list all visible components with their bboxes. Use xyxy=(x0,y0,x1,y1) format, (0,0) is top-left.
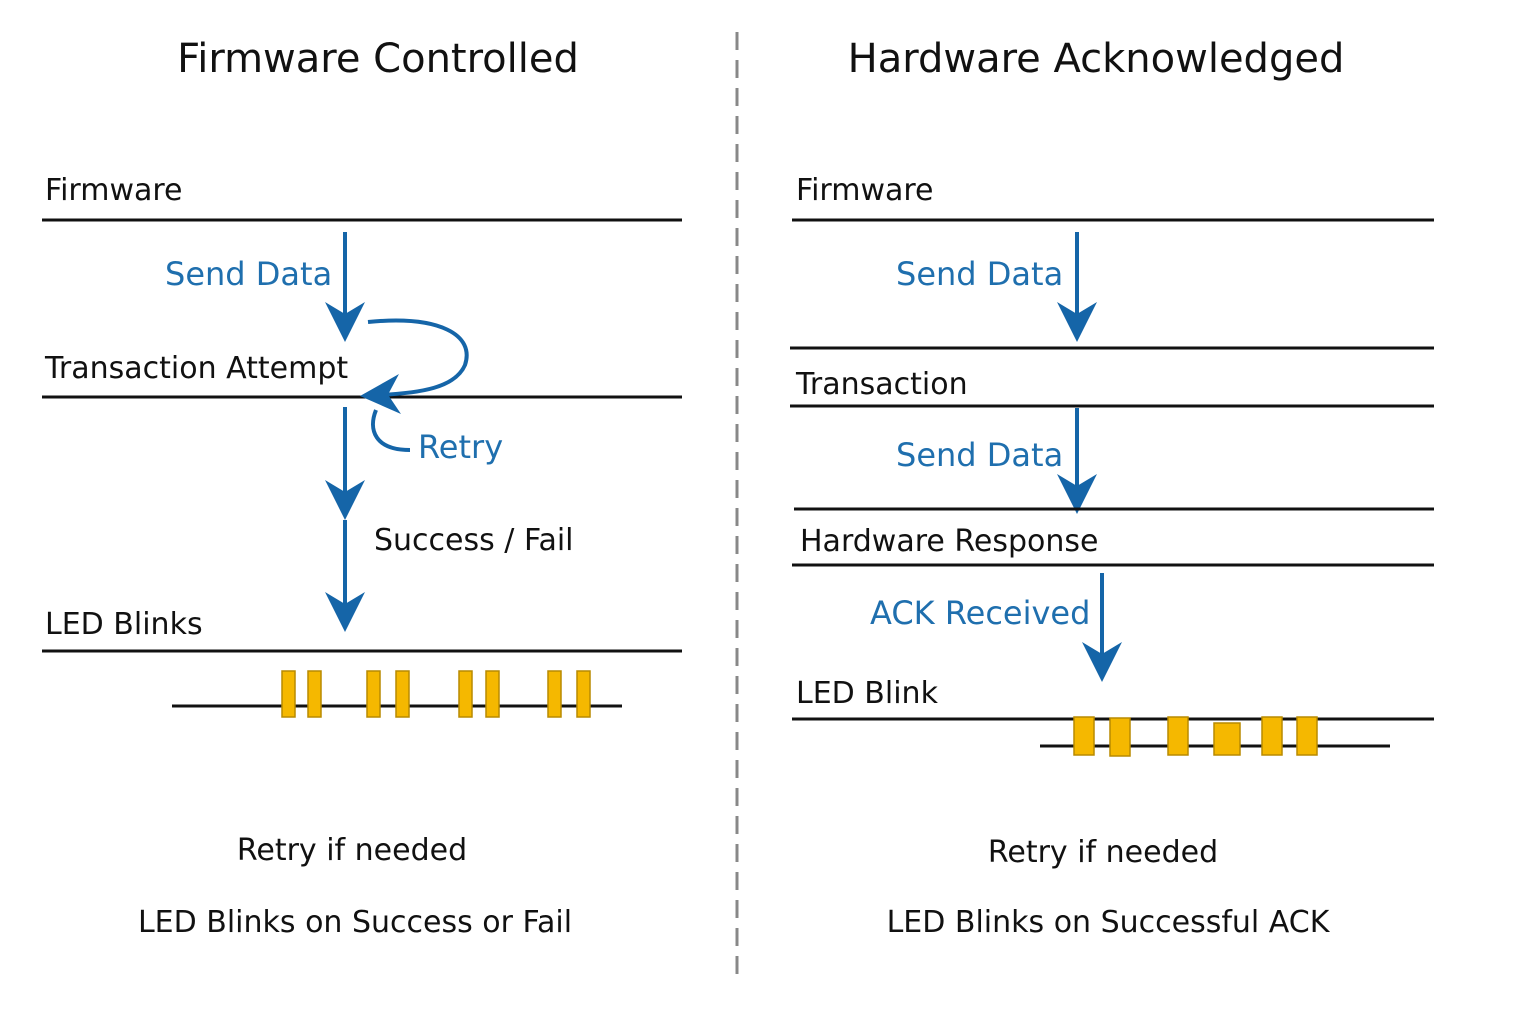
left-title: Firmware Controlled xyxy=(177,36,579,82)
led-pulse xyxy=(366,670,381,718)
led-pulse xyxy=(1213,722,1241,756)
led-pulse xyxy=(1261,716,1283,756)
led-pulse xyxy=(576,670,591,718)
led-pulse xyxy=(547,670,562,718)
send-data-label: Send Data xyxy=(165,255,332,293)
send-data-label-2: Send Data xyxy=(896,436,1063,474)
led-pulses-left xyxy=(281,670,591,718)
led-pulses-right xyxy=(1073,716,1318,757)
led-pulse xyxy=(307,670,322,718)
success-fail-label: Success / Fail xyxy=(374,523,574,558)
layer-transaction-attempt: Transaction Attempt xyxy=(44,351,348,386)
led-pulse xyxy=(458,670,473,718)
layer-transaction: Transaction xyxy=(795,367,968,402)
layer-firmware: Firmware xyxy=(45,173,183,208)
retry-callout-icon xyxy=(371,409,411,452)
left-footer-2: LED Blinks on Success or Fail xyxy=(138,905,572,940)
layer-firmware-right: Firmware xyxy=(796,173,934,208)
layer-hardware-response: Hardware Response xyxy=(800,524,1098,559)
led-pulse xyxy=(1073,716,1095,756)
retry-label: Retry xyxy=(418,428,503,466)
send-data-label-1: Send Data xyxy=(896,255,1063,293)
layer-led-blinks: LED Blinks xyxy=(45,607,203,642)
led-pulse xyxy=(281,670,296,718)
right-footer-2: LED Blinks on Successful ACK xyxy=(887,905,1331,940)
left-footer-1: Retry if needed xyxy=(237,833,467,868)
right-footer-1: Retry if needed xyxy=(988,835,1218,870)
led-pulse xyxy=(1109,717,1131,757)
right-title: Hardware Acknowledged xyxy=(848,36,1345,82)
led-pulse xyxy=(1296,716,1318,756)
led-pulse xyxy=(485,670,500,718)
led-pulse xyxy=(395,670,410,718)
left-panel: Firmware Controlled Firmware Send Data T… xyxy=(42,36,682,940)
ack-received-label: ACK Received xyxy=(870,594,1090,632)
retry-loop-arrow xyxy=(360,318,469,414)
led-pulse xyxy=(1167,716,1189,756)
right-panel: Hardware Acknowledged Firmware Send Data… xyxy=(790,36,1434,940)
layer-led-blink: LED Blink xyxy=(796,676,939,711)
